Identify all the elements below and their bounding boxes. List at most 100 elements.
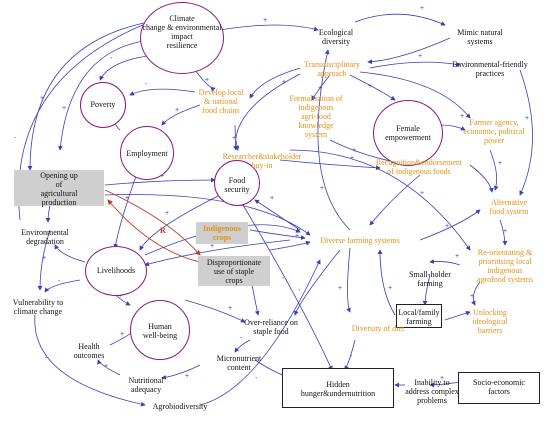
svg-text:+: + xyxy=(368,83,372,90)
inability-node: Inability to address complex problems xyxy=(405,378,459,405)
link-indigenous-diverse xyxy=(249,229,306,240)
link-transdisc-envpractices xyxy=(369,61,461,69)
svg-text:+: + xyxy=(460,113,464,120)
employment-node: Employment xyxy=(126,149,168,158)
mimic-node: Mimic natural systems xyxy=(457,28,503,46)
svg-text:+: + xyxy=(210,243,214,250)
female-node-circle xyxy=(373,100,443,166)
develop-food-chains-node: Develop local & national food chains xyxy=(198,88,244,115)
svg-text:+: + xyxy=(388,285,392,292)
svg-text:+: + xyxy=(445,223,449,230)
link-opening-env xyxy=(45,204,51,223)
svg-text:+: + xyxy=(282,79,286,86)
link-researcher-reorientating xyxy=(289,149,471,251)
link-envpractices-alternative xyxy=(519,69,533,196)
link-diverse-alternative xyxy=(419,209,481,241)
link-climate-ecological xyxy=(219,24,319,32)
svg-text:-: - xyxy=(14,135,17,142)
link-diverse-foodsecurity xyxy=(254,199,301,231)
svg-text:+: + xyxy=(185,373,189,380)
link-develop-researcher xyxy=(234,124,240,151)
link-recognition-diverse xyxy=(369,174,421,226)
link-agro-diverse xyxy=(199,259,321,406)
svg-text:+: + xyxy=(125,195,129,202)
svg-text:+: + xyxy=(440,375,444,382)
climate-node: Climate change & environmental impact re… xyxy=(142,14,222,50)
local-family-node-box xyxy=(396,304,442,328)
diversity-diet-node: Diversity of diet xyxy=(351,324,405,333)
ecological-diversity-node: Ecological diversity xyxy=(318,28,354,46)
svg-text:-: - xyxy=(145,81,148,88)
hidden-hunger-node-box xyxy=(282,368,394,408)
link-climate-livelihoods xyxy=(58,39,151,151)
link-human-overreliance xyxy=(184,299,246,323)
livelihoods-node: Livelihoods xyxy=(96,266,136,275)
link-develop-poverty xyxy=(129,88,196,96)
svg-text:+: + xyxy=(42,255,46,262)
link-opening-foodsecurity xyxy=(104,177,216,186)
link-develop-employment xyxy=(161,104,201,126)
link-transdisc-farmer xyxy=(359,71,471,119)
svg-text:-: - xyxy=(58,278,61,285)
poverty-node-circle xyxy=(80,82,126,128)
link-transdisc-develop xyxy=(249,67,301,99)
link-foodsecurity-livelihoods xyxy=(139,194,221,251)
svg-text:+: + xyxy=(104,363,108,370)
researcher-node: Researcher&stakeholder buy-in xyxy=(222,152,302,170)
svg-text:-: - xyxy=(240,335,243,342)
loop-link-opening-disproportionate xyxy=(104,189,201,256)
link-ecological-mimic xyxy=(354,13,446,26)
unlocking-node: Unlocking ideological barriers xyxy=(472,308,508,335)
link-vulnerability-agro xyxy=(34,314,146,407)
svg-text:+: + xyxy=(498,160,502,167)
link-livelihoods-vulnerability xyxy=(44,279,81,293)
svg-text:+: + xyxy=(318,85,322,92)
indigenous-crops-node: Indigenous crops xyxy=(203,224,241,242)
svg-text:+: + xyxy=(165,210,169,217)
overreliance-node: Over-reliance on staple food xyxy=(244,318,298,336)
svg-text:-: - xyxy=(68,247,71,254)
link-reorientating-smallholder xyxy=(429,259,461,266)
link-env-vulnerability xyxy=(37,229,51,291)
reorientating-node: Re-orientating & prioritising local indi… xyxy=(476,248,534,284)
employment-node-circle xyxy=(120,126,174,180)
svg-text:+: + xyxy=(263,17,267,24)
micronutrient-node: Micronutrient content xyxy=(216,354,262,372)
svg-text:+: + xyxy=(418,53,422,60)
link-socio-inability xyxy=(429,381,461,388)
loop-link-disproportionate-opening xyxy=(107,199,201,263)
agrobiodiversity-node: Agrobiodiversity xyxy=(152,402,208,411)
link-diverse-livelihoods xyxy=(144,239,291,267)
link-local-diversefarming xyxy=(377,249,396,316)
svg-text:+: + xyxy=(295,233,299,240)
transdisciplinary-node: Transdisciplinary approach xyxy=(304,60,360,78)
svg-text:+: + xyxy=(420,5,424,12)
link-farmer-alternative xyxy=(489,149,499,191)
link-female-farmer xyxy=(439,124,466,131)
svg-text:+: + xyxy=(455,253,459,260)
svg-text:+: + xyxy=(228,305,232,312)
link-overreliance-micronutrient xyxy=(234,339,251,353)
svg-text:-: - xyxy=(350,353,353,360)
link-diverse-diet xyxy=(346,247,351,313)
smallholder-node: Small-holder farming xyxy=(409,270,451,288)
svg-text:+: + xyxy=(270,195,274,202)
svg-text:+: + xyxy=(350,155,354,162)
climate-node-circle xyxy=(140,2,224,74)
svg-text:+: + xyxy=(205,77,209,84)
vulnerability-node: Vulnerability to climate change xyxy=(12,298,64,316)
farmer-agency-node: Farmer agency, economic, political power xyxy=(463,118,525,145)
svg-text:+: + xyxy=(232,135,236,142)
link-nutritional-health xyxy=(97,359,121,376)
env-degradation-node: Environmental degradation xyxy=(21,228,69,246)
local-family-node: Local/family farming xyxy=(398,308,440,326)
link-transdisc-researcher xyxy=(233,73,301,151)
disproportionate-node: Disproportionate use of staple crops xyxy=(206,258,262,285)
foodsecurity-node-circle xyxy=(214,160,260,206)
link-recognition-alternative xyxy=(469,164,494,193)
socio-economic-node: Socio-economic factors xyxy=(473,378,525,396)
svg-text:+: + xyxy=(320,185,324,192)
svg-text:+: + xyxy=(120,331,124,338)
link-reorientating-unlocking xyxy=(471,281,481,306)
